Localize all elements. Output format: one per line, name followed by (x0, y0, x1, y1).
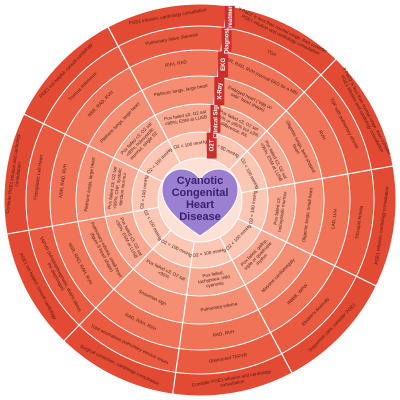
ring-label-0: O2T (210, 139, 216, 151)
center-title-line-1: Cyanotic (177, 175, 223, 187)
ring-label-strip-5 (224, 5, 235, 28)
cell-hlhs-clinical: Pox failed ≤3; O2 sat<95%; CHF, systolic… (107, 166, 128, 211)
ring-label-strip-2 (214, 77, 225, 106)
center-title-line-4: Disease (179, 211, 221, 223)
spoke-1 (228, 58, 337, 171)
cell-tapvr-o2t: O2 < 100 mmHg (192, 247, 227, 258)
cell-tricuspid-ekg: LAD, LVH (330, 209, 338, 230)
cell-hlhs-ekg: NSR, RAD, RVH (58, 163, 68, 197)
spoke-8 (23, 113, 163, 183)
cell-tapvr-xray: Pulmonary edema (200, 301, 238, 312)
center-title-line-2: Congenital (172, 187, 229, 199)
cell-tapvr-ekg: RAD, RVH (212, 329, 234, 338)
center-heart: Cyanotic Congenital Heart Disease (161, 168, 239, 237)
cell-pvs-ekg: RVH, RAD (165, 59, 188, 68)
spoke-3 (237, 217, 377, 287)
cell-tof-pa-ekg: RVH (318, 130, 327, 141)
spoke-5 (172, 241, 195, 395)
cell-hlhs-diagnosis: Hypoplastic Left Heart (32, 154, 43, 200)
spoke-4 (219, 236, 293, 374)
ring-label-4: Diagnosis (225, 25, 231, 54)
cell-tapvr-diagnosis: Obstructed TAPVR (208, 352, 248, 364)
cell-pvs-o2t: O2 < 100 mmHg (173, 139, 208, 150)
ring-label-2: X-Ray (217, 82, 223, 100)
ring-label-5: Treatment (228, 2, 234, 31)
spoke-2 (241, 165, 394, 194)
ring-label-strip-1 (210, 104, 221, 133)
ring-label-strip-3 (218, 51, 229, 78)
heart-icon (161, 168, 239, 237)
cell-tricuspid-o2t: O2 < 100 mmHg (248, 190, 258, 225)
center-title-line-3: Heart (186, 199, 214, 211)
spoke-7 (6, 206, 159, 235)
cell-tof-diagnosis: TGA (266, 49, 278, 58)
cell-tapvr-clinical: Pox failed;tachypnea, mildcyanosis (197, 269, 232, 290)
cell-tricuspid-diagnosis: Tricuspid Atresia (354, 205, 364, 240)
spoke-9 (107, 26, 181, 164)
ring-label-strip-4 (221, 27, 232, 52)
ring-label-strip-0 (206, 132, 217, 159)
cell-hlhs-o2t: O2 < 100 mmHg (139, 175, 149, 210)
cell-tricuspid-clinical: Pox failed ≤3;holosystolic murmur (272, 190, 288, 232)
ring-label-1: Clinical Signs (213, 98, 219, 138)
ring-label-3: EKG (221, 58, 227, 71)
spoke-6 (63, 229, 172, 342)
